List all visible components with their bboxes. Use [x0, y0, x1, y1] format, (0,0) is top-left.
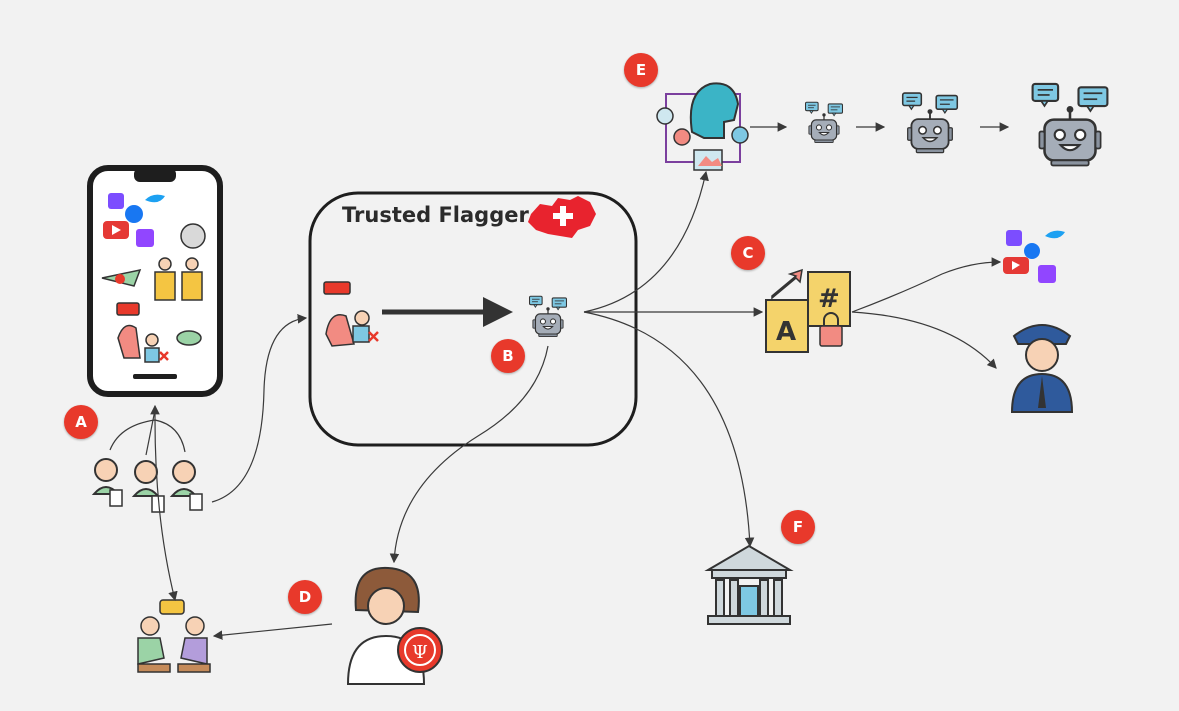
connector-arrows — [109, 122, 1010, 640]
svg-text:A: A — [776, 317, 796, 347]
trusted-flagger-title: Trusted Flagger — [342, 203, 529, 227]
svg-text:#: # — [818, 284, 840, 314]
badge-e: E — [624, 53, 658, 87]
swiss-flag-map-icon — [528, 196, 596, 238]
reporter-icon — [323, 281, 379, 347]
robot-small-icon — [804, 101, 844, 144]
robot-medium-icon — [901, 92, 959, 154]
smartphone-social-media-icon — [87, 165, 223, 397]
badge-c: C — [731, 236, 765, 270]
users-group-icon — [93, 458, 203, 513]
badge-b: B — [491, 339, 525, 373]
svg-text:Ψ: Ψ — [412, 642, 428, 663]
robot-large-icon — [1031, 82, 1109, 167]
police-officer-icon — [1010, 324, 1074, 413]
badge-a: A — [64, 405, 98, 439]
social-media-logos-icon — [1003, 230, 1065, 283]
psychologist-icon: Ψ — [346, 566, 443, 685]
ai-brain-icon — [656, 82, 749, 171]
robot-icon — [528, 295, 568, 338]
confidential-document-icon: # A — [765, 268, 851, 353]
badge-d: D — [288, 580, 322, 614]
counseling-session-icon — [137, 599, 211, 673]
trusted-flagger-box — [308, 191, 638, 447]
badge-f: F — [781, 510, 815, 544]
court-building-icon — [704, 544, 794, 625]
